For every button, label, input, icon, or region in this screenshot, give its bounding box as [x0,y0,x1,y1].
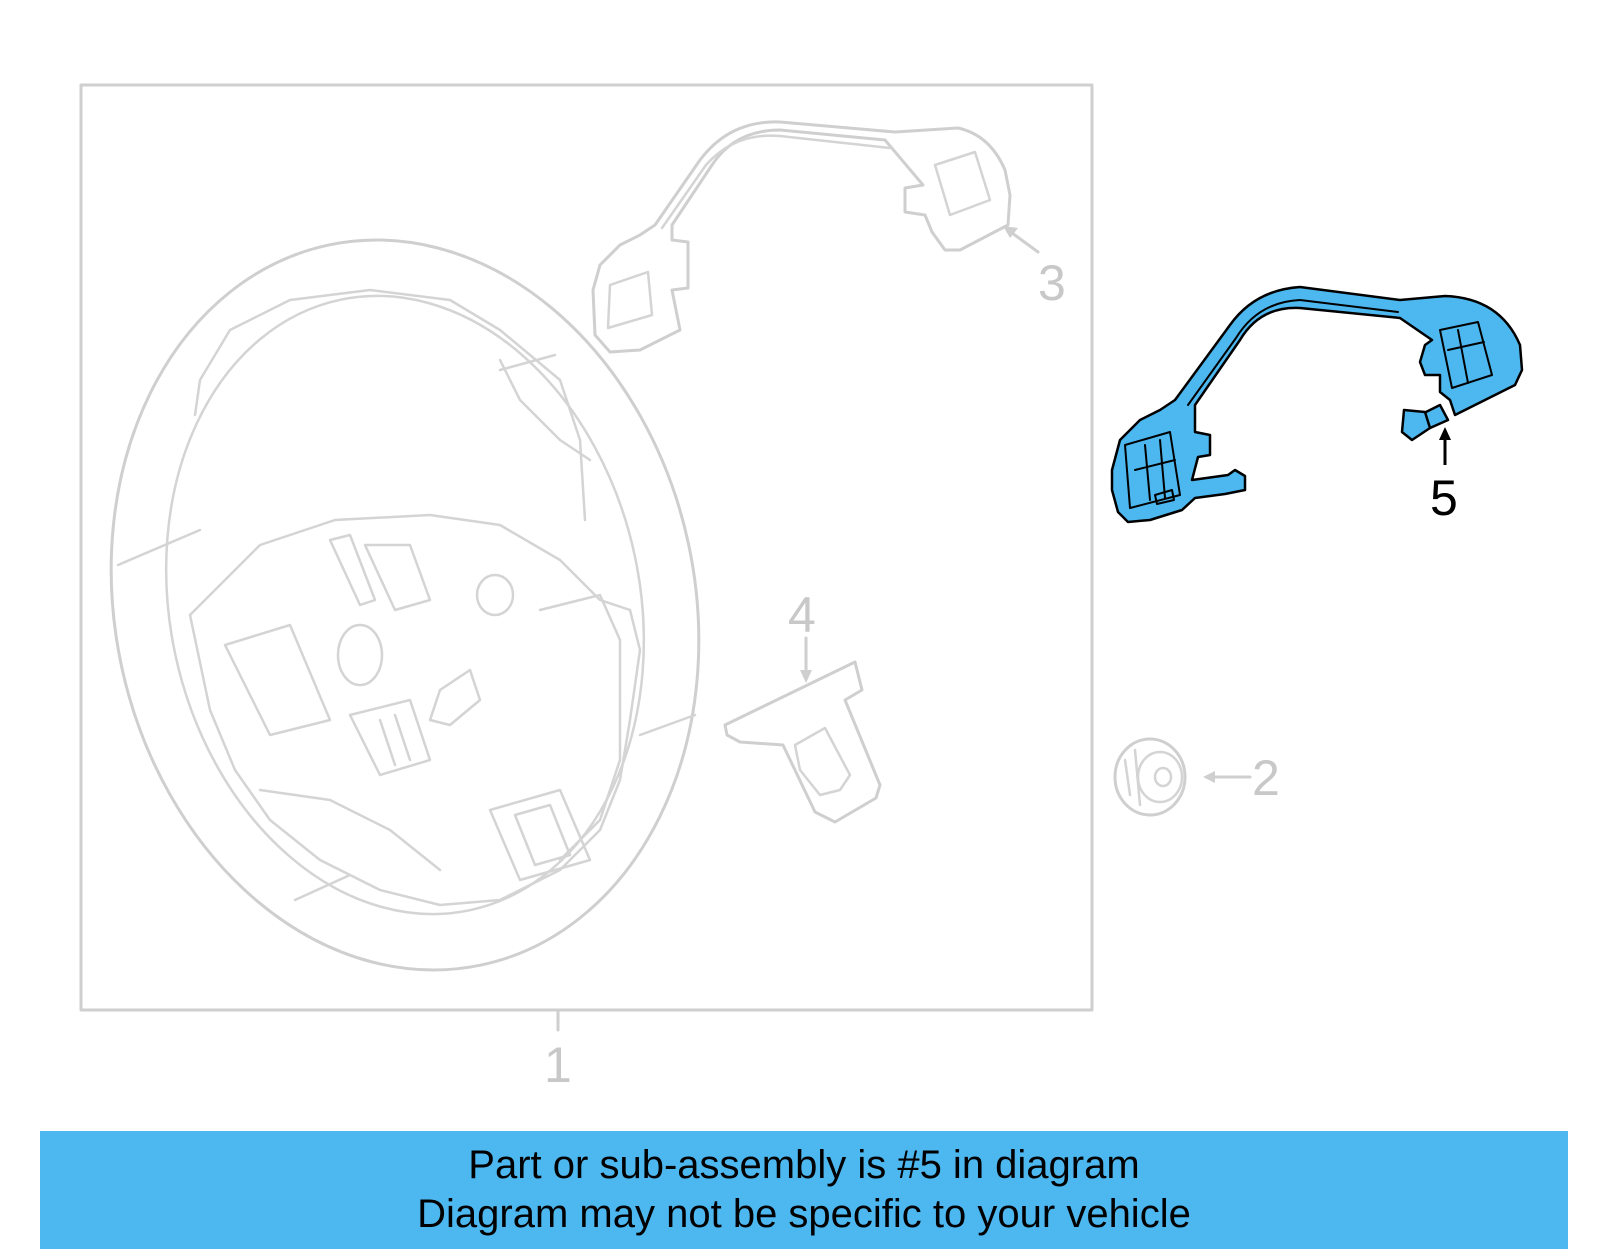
callout-2: 2 [1252,750,1280,806]
banner-line-2: Diagram may not be specific to your vehi… [417,1192,1191,1236]
callout-3: 3 [1038,255,1066,311]
bracket-part-4 [723,660,882,824]
callout-4: 4 [788,587,816,643]
switch-assembly-part-3 [591,120,1012,354]
callout-5: 5 [1430,470,1458,526]
arrow-3 [1003,226,1018,238]
steering-wheel-part-1 [109,238,701,972]
arrow-5 [1439,427,1451,440]
assembly-box [79,83,1094,1012]
arrow-4 [800,670,812,683]
info-banner: Part or sub-assembly is #5 in diagram Di… [40,1131,1568,1249]
banner-line-1: Part or sub-assembly is #5 in diagram [468,1143,1140,1187]
switch-assembly-part-5[interactable] [1110,285,1524,524]
callout-1: 1 [544,1037,572,1093]
clip-part-2 [1113,737,1187,817]
arrow-2 [1203,771,1215,783]
